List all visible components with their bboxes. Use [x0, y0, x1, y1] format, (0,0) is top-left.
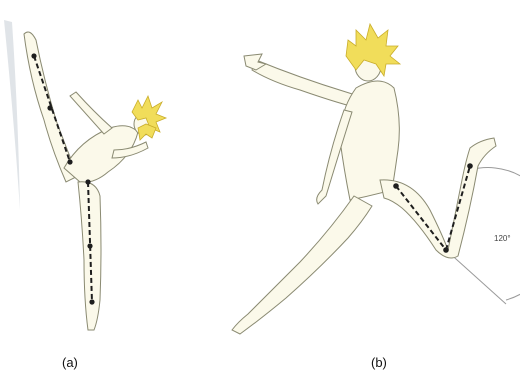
dancer-a-joint-knee — [47, 105, 52, 110]
dancer-a-arm-back — [70, 92, 112, 134]
dancer-b-joint-ankle — [467, 163, 473, 169]
dancer-b — [232, 24, 520, 334]
dancer-a-joint-hip-standing — [85, 179, 90, 184]
caption-b: (b) — [371, 356, 387, 369]
dancer-b-back-leg — [232, 196, 372, 334]
caption-a: (a) — [62, 356, 78, 369]
dancer-b-joint-knee — [443, 247, 449, 253]
dancer-a — [4, 20, 166, 330]
angle-ray — [446, 250, 506, 304]
dancer-a-shadow — [4, 20, 20, 210]
dancer-b-joint-hip — [393, 183, 399, 189]
angle-label: 120° — [494, 235, 511, 243]
dancer-a-joint-knee-standing — [87, 243, 92, 248]
dancer-a-joint-ankle — [31, 53, 36, 58]
dancer-a-joint-ankle-standing — [89, 299, 94, 304]
dancer-a-joint-hip — [67, 159, 72, 164]
